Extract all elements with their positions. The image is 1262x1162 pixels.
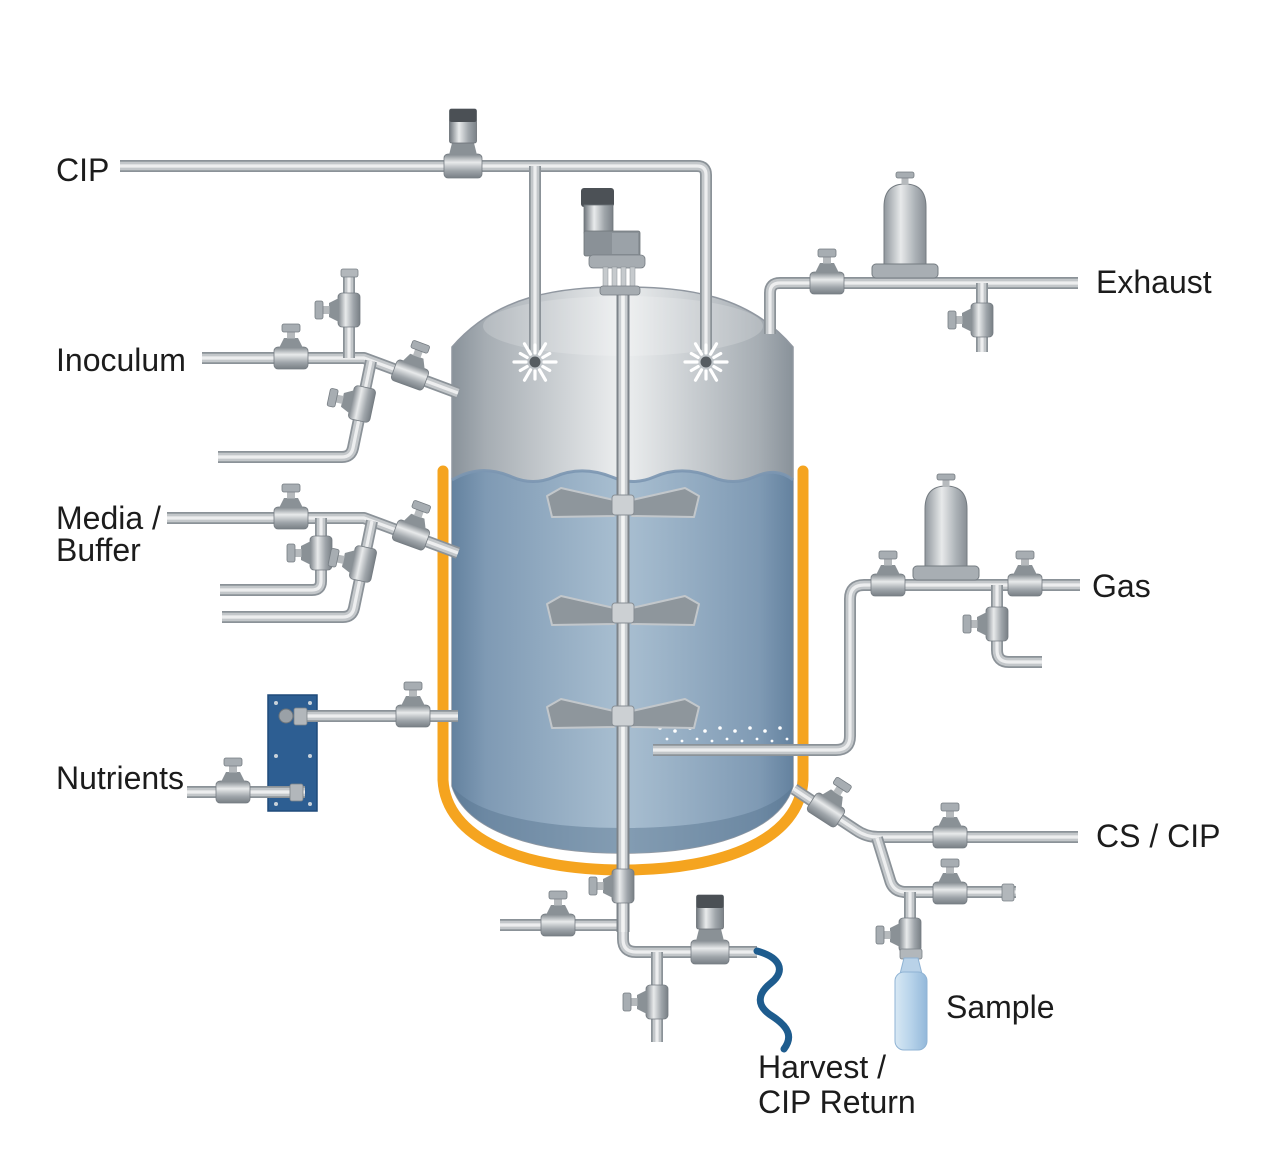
hand-valve-icon — [540, 890, 576, 937]
actuated-valve-icon — [443, 108, 483, 179]
hand-valve-icon — [870, 550, 906, 597]
hand-valve-icon — [314, 292, 361, 328]
agitator-motor-icon — [581, 188, 646, 296]
spray-ball-icon — [512, 342, 558, 382]
pipe-union — [1001, 883, 1015, 902]
label-media-line1: Media / — [56, 500, 161, 536]
hand-valve-icon — [947, 302, 994, 338]
pipe — [793, 787, 1078, 839]
pipe — [875, 837, 1016, 894]
label-harvest-line2: CIP Return — [758, 1084, 916, 1120]
pipe — [768, 281, 1078, 334]
hand-valve-icon — [932, 802, 968, 849]
label-harvest-line1: Harvest / — [758, 1049, 886, 1085]
hand-valve-icon — [962, 606, 1009, 642]
hand-valve-icon — [809, 248, 845, 295]
hand-valve-icon — [273, 323, 309, 370]
hand-valve-icon — [1007, 550, 1043, 597]
hand-valve-icon — [875, 917, 922, 953]
actuated-valve-icon — [690, 894, 730, 965]
pipe — [220, 518, 323, 592]
label-cip: CIP — [56, 152, 109, 188]
pipe-union — [289, 783, 304, 802]
pipe-union — [293, 707, 308, 726]
hand-valve-icon — [395, 681, 431, 728]
spray-ball-icon — [683, 342, 729, 382]
label-cs-cip: CS / CIP — [1096, 818, 1220, 854]
label-gas: Gas — [1092, 568, 1151, 604]
equipment — [215, 108, 1043, 1053]
hand-valve-icon — [273, 483, 309, 530]
hand-valve-icon — [286, 535, 333, 571]
hand-valve-icon — [622, 984, 669, 1020]
liquid-surface-wave — [451, 469, 794, 483]
pipe — [218, 360, 373, 459]
pipe — [995, 585, 1042, 664]
pipe — [653, 583, 1080, 752]
sterile-filter-icon — [871, 171, 939, 279]
hand-valve-icon — [932, 858, 968, 905]
label-sample: Sample — [946, 989, 1055, 1025]
flexible-hose-icon — [753, 947, 793, 1053]
label-nutrients: Nutrients — [56, 760, 184, 796]
sterile-filter-icon — [912, 473, 980, 581]
label-inoculum: Inoculum — [56, 342, 186, 378]
pipe — [222, 520, 374, 619]
pipe — [120, 164, 708, 350]
label-media-line2: Buffer — [56, 532, 141, 568]
decorations — [289, 268, 1015, 902]
tank-bottom-shade — [452, 786, 793, 853]
pipe — [202, 356, 459, 395]
sample-bottle-icon — [894, 948, 928, 1051]
labels: CIP Inoculum Media / Buffer Nutrients Ex… — [56, 152, 1220, 1120]
pipe — [621, 846, 757, 954]
pipe-union — [340, 268, 359, 278]
label-exhaust: Exhaust — [1096, 264, 1212, 300]
hand-valve-icon — [215, 757, 251, 804]
